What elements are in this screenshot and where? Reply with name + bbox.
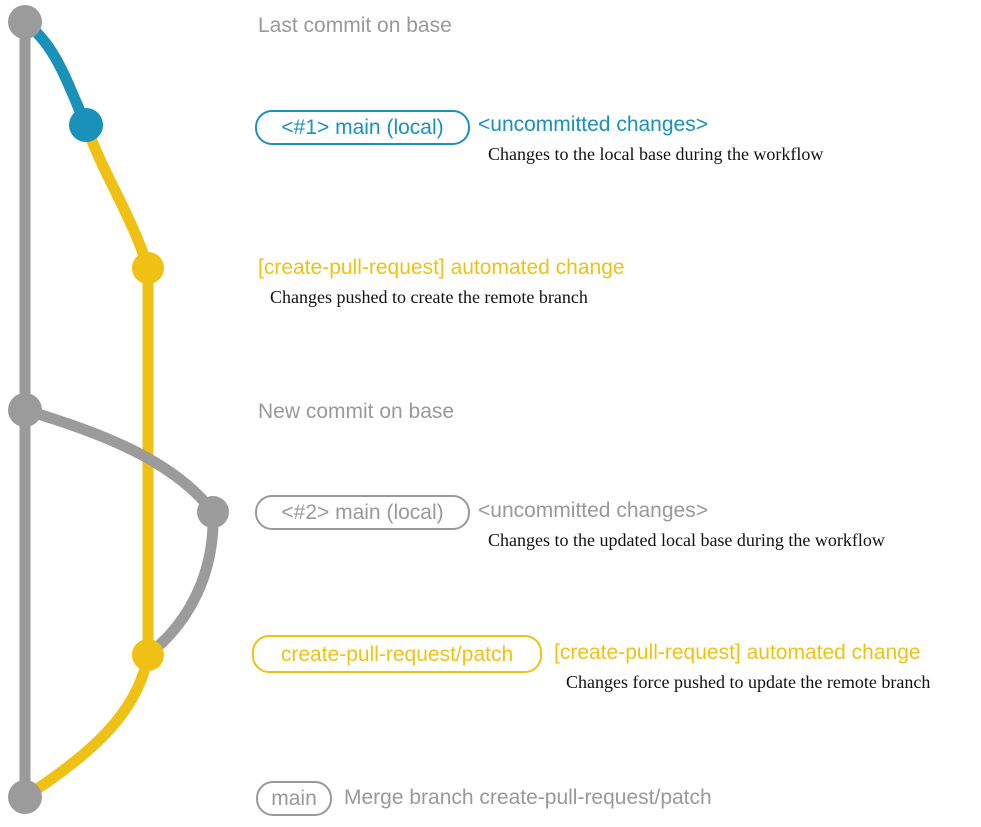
label-new-commit-on-base: New commit on base xyxy=(258,400,455,423)
commit-subtitle-automated-1: Changes pushed to create the remote bran… xyxy=(270,287,588,307)
commit-node-local-main-2 xyxy=(197,496,229,528)
force-push-curve xyxy=(142,506,219,661)
branch-badge-main-local-1: <#1> main (local) xyxy=(255,110,470,145)
commit-subtitle-automated-2: Changes force pushed to update the remot… xyxy=(566,672,931,692)
commit-node-patch-1 xyxy=(132,252,164,284)
commit-node-local-main-1 xyxy=(69,108,103,142)
commit-title-uncommitted-2: <uncommitted changes> xyxy=(478,499,708,522)
branch-badge-main-local-2: <#2> main (local) xyxy=(255,495,470,530)
commit-title-uncommitted-1: <uncommitted changes> xyxy=(478,113,708,136)
label-last-commit-on-base: Last commit on base xyxy=(258,14,452,37)
commit-title-automated-1: [create-pull-request] automated change xyxy=(258,256,625,279)
commit-subtitle-uncommitted-2: Changes to the updated local base during… xyxy=(488,530,885,550)
branch-badge-main: main xyxy=(256,781,332,816)
local-main-branch-curve xyxy=(19,16,92,131)
commit-title-merge: Merge branch create-pull-request/patch xyxy=(344,786,712,809)
commit-node-new-base xyxy=(8,393,42,427)
rebased-main-branch-curve xyxy=(19,404,219,518)
commit-node-merge xyxy=(8,780,42,814)
merge-curve xyxy=(19,649,154,803)
commit-subtitle-uncommitted-1: Changes to the local base during the wor… xyxy=(488,144,824,164)
patch-branch-curve-top xyxy=(80,119,154,274)
commit-node-patch-2 xyxy=(132,639,164,671)
branch-badge-create-pull-request-patch: create-pull-request/patch xyxy=(252,635,542,673)
commit-node-last-base xyxy=(8,5,42,39)
commit-title-automated-2: [create-pull-request] automated change xyxy=(554,641,921,664)
